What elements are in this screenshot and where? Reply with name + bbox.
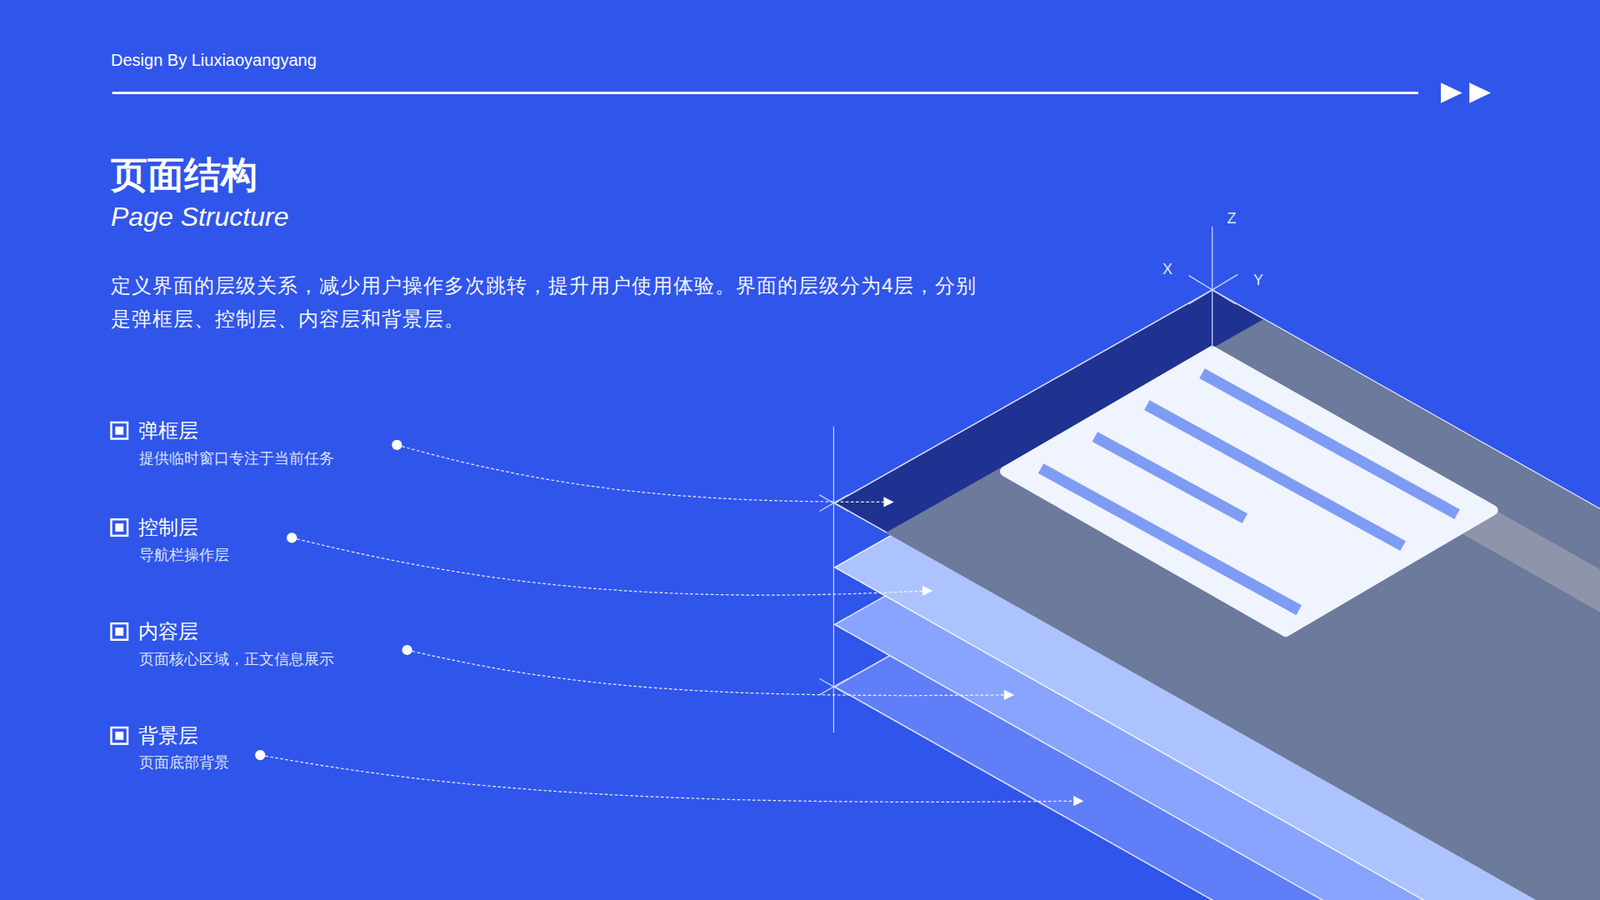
popup-card bbox=[1005, 350, 1493, 632]
leader-dot bbox=[286, 532, 297, 543]
popup-shade bbox=[885, 319, 1600, 900]
guide-cross bbox=[819, 495, 848, 512]
leader-dot bbox=[255, 750, 265, 760]
layer-heading: 弹框层 bbox=[138, 419, 199, 444]
axis-label: X bbox=[1162, 260, 1173, 280]
leader-arrow bbox=[883, 496, 894, 507]
checkbox-icons bbox=[110, 422, 128, 745]
guide-cross bbox=[819, 678, 848, 695]
leader-ends bbox=[255, 440, 1084, 807]
layer-heading: 控制层 bbox=[138, 515, 199, 540]
page-title: 页面结构 bbox=[110, 153, 258, 198]
z-axis bbox=[1211, 226, 1213, 350]
axes bbox=[819, 226, 1238, 733]
checkbox-fill bbox=[115, 426, 124, 435]
leader-arrow bbox=[1004, 690, 1015, 700]
layer-heading: 背景层 bbox=[138, 724, 199, 749]
header-arrow bbox=[1440, 82, 1463, 103]
header-rule bbox=[112, 82, 1491, 103]
content-bar bbox=[1146, 405, 1403, 546]
header-arrow bbox=[1469, 82, 1491, 103]
guide-cross bbox=[819, 678, 848, 695]
checkbox-icon bbox=[110, 519, 128, 536]
layer-description: 提供临时窗口专注于当前任务 bbox=[139, 450, 335, 469]
leader-arrow bbox=[1073, 795, 1084, 806]
layer-description: 页面底部背景 bbox=[139, 754, 230, 773]
content-bar bbox=[1040, 468, 1300, 610]
layer-description: 导航栏操作层 bbox=[139, 546, 230, 565]
leader-line bbox=[396, 445, 884, 503]
leader-arrow bbox=[922, 585, 933, 596]
header-line bbox=[112, 91, 1419, 95]
checkbox-fill bbox=[115, 523, 124, 532]
leader-dot bbox=[401, 645, 412, 655]
leader-dot bbox=[391, 440, 402, 450]
subtitle: Page Structure bbox=[110, 200, 289, 233]
leader-lines bbox=[260, 445, 1075, 802]
leader-line bbox=[291, 537, 925, 595]
checkbox-icon bbox=[110, 623, 128, 640]
y-axis bbox=[1189, 274, 1239, 305]
leader-line bbox=[407, 650, 1007, 696]
content-bar bbox=[1201, 373, 1457, 515]
checkbox-fill bbox=[115, 731, 124, 740]
guide-cross bbox=[819, 495, 848, 512]
checkbox-icon bbox=[110, 422, 128, 440]
checkbox-icon bbox=[110, 727, 128, 745]
axis-label: Y bbox=[1253, 271, 1264, 290]
credit-text: Design By Liuxiaoyangyang bbox=[110, 50, 317, 70]
popup-card-shape bbox=[1005, 350, 1493, 632]
layer-heading: 内容层 bbox=[138, 620, 199, 645]
layer-description: 页面核心区域，正文信息展示 bbox=[139, 650, 335, 670]
leader-line bbox=[260, 755, 1075, 802]
layer-stack bbox=[835, 290, 1600, 900]
axis-label: Z bbox=[1227, 210, 1237, 229]
checkbox-fill bbox=[115, 627, 124, 636]
intro-paragraph: 定义界面的层级关系，减少用户操作多次跳转，提升用户使用体验。界面的层级分为4层，… bbox=[110, 269, 978, 336]
